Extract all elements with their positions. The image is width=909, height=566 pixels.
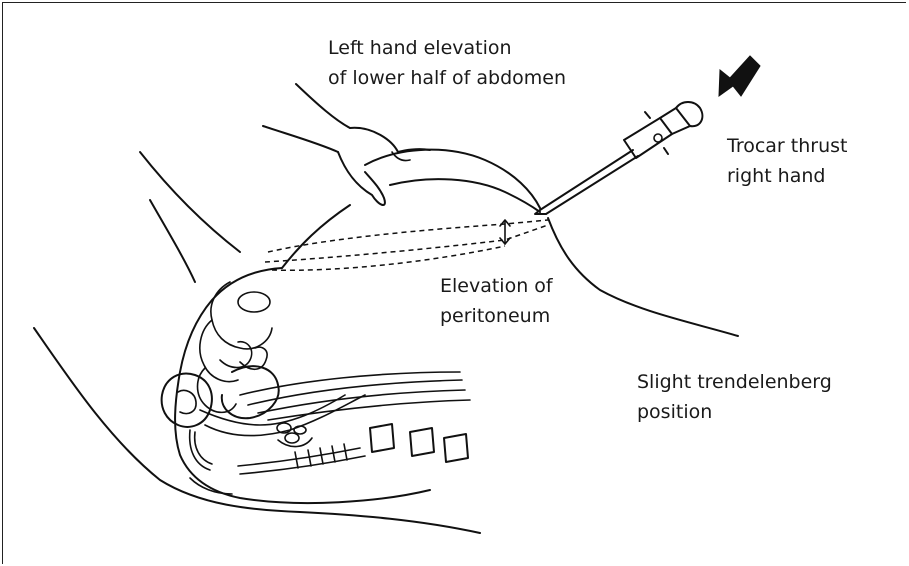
label-line: Elevation of	[440, 271, 553, 301]
back-outline	[140, 152, 240, 252]
label-trendelenberg-position: Slight trendelenberg position	[637, 367, 832, 427]
label-line: Slight trendelenberg	[637, 367, 832, 397]
trocar	[535, 102, 702, 214]
label-line: peritoneum	[440, 301, 553, 331]
back-lower-outline	[150, 200, 195, 282]
vertebrae	[238, 424, 468, 474]
abdominal-wall-inner	[390, 179, 540, 212]
peritoneum-dashed	[265, 220, 548, 270]
left-hand	[263, 84, 430, 205]
thigh-outline	[548, 218, 738, 336]
label-line: of lower half of abdomen	[328, 63, 566, 93]
label-line: Trocar thrust	[727, 131, 847, 161]
colon	[240, 372, 470, 420]
label-line: Left hand elevation	[328, 33, 566, 63]
label-line: position	[637, 397, 832, 427]
pelvis-outline	[175, 268, 430, 503]
abdominal-front	[282, 205, 350, 268]
pelvic-organs	[162, 366, 365, 470]
label-line: right hand	[727, 161, 847, 191]
label-trocar-thrust: Trocar thrust right hand	[727, 131, 847, 191]
sacral-loops	[277, 423, 312, 447]
label-elevation-of-peritoneum: Elevation of peritoneum	[440, 271, 553, 331]
label-left-hand-elevation: Left hand elevation of lower half of abd…	[328, 33, 566, 93]
intestine	[198, 282, 273, 412]
perineum-outline	[190, 478, 232, 494]
arrow-down-left-icon	[719, 56, 760, 96]
